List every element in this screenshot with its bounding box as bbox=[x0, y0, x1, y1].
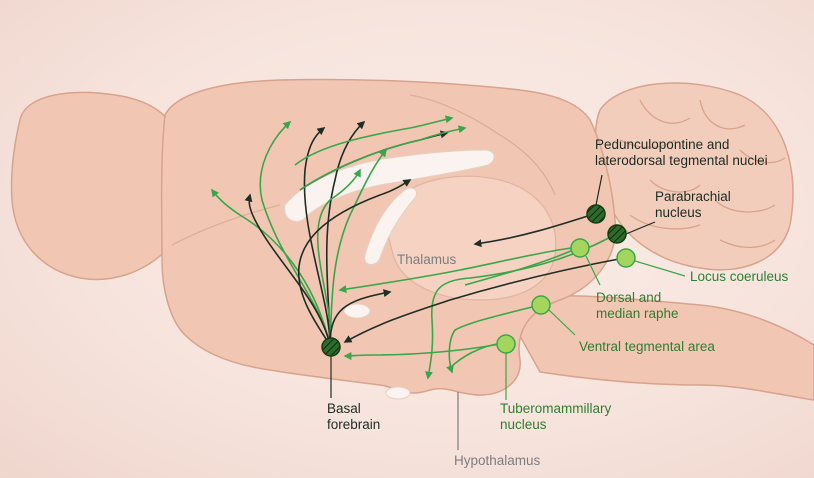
label-pedunculopontine-line1: Pedunculopontine and bbox=[595, 137, 730, 152]
brainstem-projections bbox=[338, 212, 625, 380]
label-dorsal-raphe-line2: median raphe bbox=[596, 306, 679, 321]
label-basal-forebrain-line1: Basal bbox=[327, 401, 361, 416]
cortex-boundary bbox=[171, 94, 556, 246]
thalamus-region bbox=[386, 175, 557, 301]
vta-nucleus bbox=[496, 334, 516, 354]
label-hypothalamus: Hypothalamus bbox=[454, 453, 541, 468]
leader-lines bbox=[330, 174, 686, 450]
label-parabrachial-line2: nucleus bbox=[655, 205, 702, 220]
median-raphe-nucleus bbox=[531, 295, 551, 315]
label-dorsal-raphe-line1: Dorsal and bbox=[596, 290, 662, 305]
optic-chiasm bbox=[385, 386, 411, 400]
label-tuberomammillary-line2: nucleus bbox=[500, 417, 547, 432]
olfactory-bulb bbox=[10, 91, 179, 281]
anterior-commissure bbox=[343, 303, 371, 319]
label-tuberomammillary-line1: Tuberomammillary bbox=[500, 401, 612, 416]
label-locus-coeruleus: Locus coeruleus bbox=[690, 269, 789, 284]
label-pedunculopontine-line2: laterodorsal tegmental nuclei bbox=[595, 153, 768, 168]
label-pedunculopontine: Pedunculopontine and laterodorsal tegmen… bbox=[595, 137, 768, 169]
parabrachial-nucleus-dot bbox=[607, 224, 627, 244]
corpus-callosum bbox=[284, 149, 495, 222]
hippocampus-white bbox=[364, 187, 418, 265]
label-ventral-tegmental-area: Ventral tegmental area bbox=[579, 339, 715, 354]
label-dorsal-median-raphe: Dorsal and median raphe bbox=[596, 290, 679, 322]
cortical-projections bbox=[294, 115, 467, 191]
locus-coeruleus-nucleus bbox=[616, 248, 636, 268]
label-parabrachial-line1: Parabrachial bbox=[655, 189, 731, 204]
label-parabrachial: Parabrachial nucleus bbox=[655, 189, 731, 221]
pedunculopontine-nucleus bbox=[586, 204, 606, 224]
label-tuberomammillary: Tuberomammillary nucleus bbox=[500, 401, 611, 433]
basal-forebrain-nucleus bbox=[321, 337, 341, 357]
basal-forebrain-projections bbox=[211, 120, 412, 346]
dorsal-raphe-nucleus bbox=[570, 238, 590, 258]
label-thalamus: Thalamus bbox=[397, 252, 457, 267]
label-basal-forebrain: Basal forebrain bbox=[327, 401, 380, 433]
cerebellum bbox=[594, 82, 794, 271]
label-basal-forebrain-line2: forebrain bbox=[327, 417, 381, 432]
